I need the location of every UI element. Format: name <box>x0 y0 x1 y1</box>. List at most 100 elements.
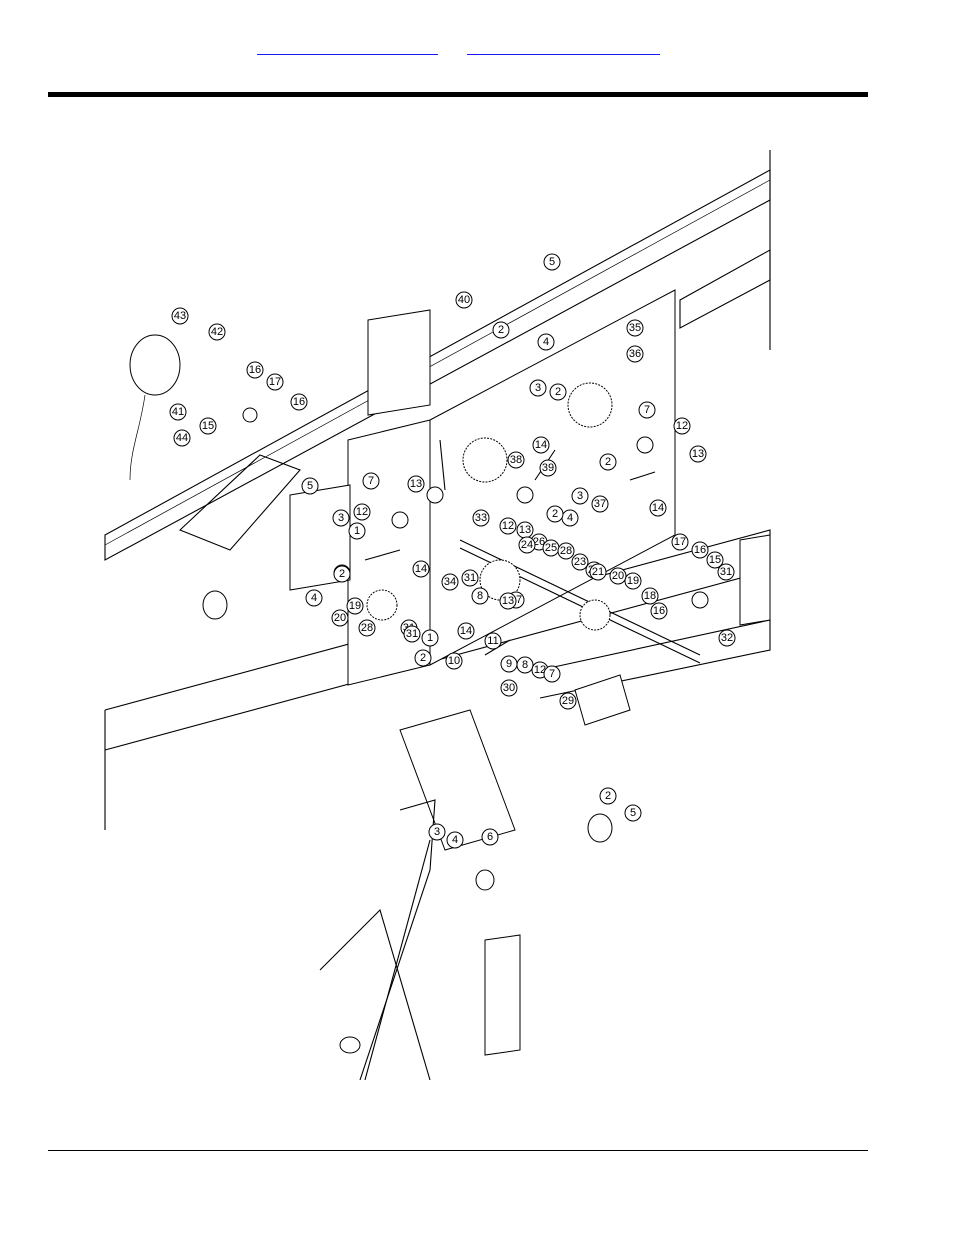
callout-1: 1 <box>421 629 439 647</box>
callout-28: 28 <box>557 542 575 560</box>
callout-35: 35 <box>626 319 644 337</box>
callout-3: 3 <box>571 487 589 505</box>
callout-5: 5 <box>543 253 561 271</box>
callout-label: 12 <box>676 420 688 432</box>
callout-label: 8 <box>522 659 528 671</box>
callout-label: 1 <box>354 525 360 537</box>
callout-30: 30 <box>500 679 518 697</box>
callout-13: 13 <box>516 521 534 539</box>
callout-14: 14 <box>412 560 430 578</box>
callout-13: 13 <box>689 445 707 463</box>
callout-16: 16 <box>691 541 709 559</box>
callout-31: 31 <box>461 569 479 587</box>
callout-38: 38 <box>507 451 525 469</box>
callout-label: 26 <box>533 536 545 548</box>
callout-37: 37 <box>591 495 609 513</box>
callout-label: 13 <box>502 595 514 607</box>
callout-label: 42 <box>211 326 223 338</box>
callout-11: 11 <box>484 632 502 650</box>
callout-label: 19 <box>349 600 361 612</box>
callout-label: 7 <box>368 475 374 487</box>
callout-label: 44 <box>176 432 188 444</box>
callout-12: 12 <box>673 417 691 435</box>
callout-label: 14 <box>460 625 472 637</box>
callout-label: 20 <box>334 612 346 624</box>
callout-label: 13 <box>519 524 531 536</box>
callout-label: 3 <box>338 512 344 524</box>
callout-8: 8 <box>516 656 534 674</box>
callout-label: 32 <box>721 632 733 644</box>
callout-3: 3 <box>332 509 350 527</box>
callout-label: 5 <box>307 480 313 492</box>
callout-41: 41 <box>169 403 187 421</box>
callout-1: 1 <box>348 522 366 540</box>
callout-label: 16 <box>293 396 305 408</box>
callout-label: 13 <box>410 478 422 490</box>
callout-20: 20 <box>609 567 627 585</box>
callout-label: 5 <box>549 256 555 268</box>
callout-label: 30 <box>503 682 515 694</box>
callout-14: 14 <box>649 499 667 517</box>
callout-2: 2 <box>414 649 432 667</box>
callout-33: 33 <box>472 509 490 527</box>
callout-label: 15 <box>709 554 721 566</box>
callout-8: 8 <box>471 587 489 605</box>
callout-5: 5 <box>301 477 319 495</box>
callout-21: 21 <box>589 563 607 581</box>
callout-43: 43 <box>171 307 189 325</box>
callout-label: 17 <box>674 536 686 548</box>
callout-4: 4 <box>561 509 579 527</box>
callout-5: 5 <box>624 804 642 822</box>
callout-label: 7 <box>644 404 650 416</box>
callout-label: 3 <box>434 826 440 838</box>
callout-label: 4 <box>311 592 317 604</box>
callout-label: 18 <box>644 590 656 602</box>
callout-2: 2 <box>492 321 510 339</box>
callout-label: 33 <box>475 512 487 524</box>
callout-3: 3 <box>428 823 446 841</box>
callout-7: 7 <box>638 401 656 419</box>
callout-23: 23 <box>571 553 589 571</box>
callout-32: 32 <box>718 629 736 647</box>
callout-40: 40 <box>455 291 473 309</box>
callout-2: 2 <box>333 565 351 583</box>
callout-label: 16 <box>694 544 706 556</box>
callout-14: 14 <box>532 436 550 454</box>
callout-17: 17 <box>671 533 689 551</box>
callout-label: 3 <box>577 490 583 502</box>
callout-36: 36 <box>626 345 644 363</box>
callout-label: 5 <box>630 807 636 819</box>
callout-label: 13 <box>692 448 704 460</box>
callout-2: 2 <box>549 383 567 401</box>
callout-label: 28 <box>560 545 572 557</box>
callout-label: 4 <box>543 336 549 348</box>
header-link-2[interactable] <box>467 40 660 55</box>
callout-label: 12 <box>356 506 368 518</box>
callout-label: 16 <box>249 364 261 376</box>
callout-31: 31 <box>403 625 421 643</box>
callout-label: 14 <box>652 502 664 514</box>
callout-label: 4 <box>567 512 573 524</box>
callout-label: 1 <box>427 632 433 644</box>
callout-14: 14 <box>457 622 475 640</box>
callout-label: 2 <box>605 790 611 802</box>
callout-label: 43 <box>174 310 186 322</box>
callout-label: 7 <box>549 668 555 680</box>
callout-28: 28 <box>358 619 376 637</box>
callout-label: 21 <box>592 566 604 578</box>
callout-label: 19 <box>627 575 639 587</box>
header-link-1[interactable] <box>257 40 438 55</box>
callout-label: 31 <box>720 566 732 578</box>
frame-drawing <box>104 150 771 1080</box>
callout-34: 34 <box>441 573 459 591</box>
callout-label: 16 <box>653 605 665 617</box>
callout-label: 29 <box>562 695 574 707</box>
header-rule <box>48 92 868 97</box>
callout-label: 3 <box>535 382 541 394</box>
callout-3: 3 <box>529 379 547 397</box>
callout-label: 2 <box>552 508 558 520</box>
callout-19: 19 <box>624 572 642 590</box>
callout-label: 39 <box>542 462 554 474</box>
